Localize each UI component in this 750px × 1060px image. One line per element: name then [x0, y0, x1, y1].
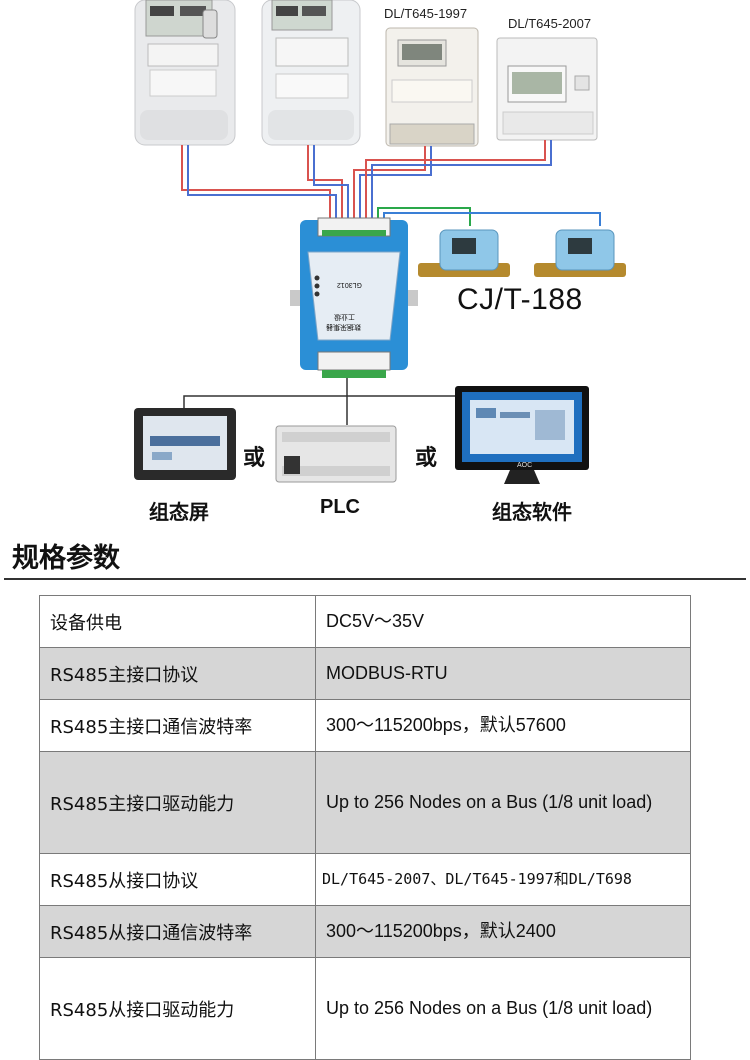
- spec-key: RS485从接口协议: [39, 853, 316, 906]
- spec-value: 300～115200bps，默认2400: [315, 905, 691, 958]
- spec-key: RS485从接口通信波特率: [39, 905, 316, 958]
- plc-unit: [275, 425, 397, 483]
- or-label-1: 或: [243, 446, 266, 471]
- caption-hmi: 组态屏: [149, 500, 209, 524]
- monitor: [455, 386, 589, 484]
- water-standard-label: CJ/T-188: [457, 283, 583, 316]
- water-meter-2: [534, 229, 626, 277]
- spec-row: RS485从接口协议 DL/T645-2007、DL/T645-1997和DL/…: [39, 853, 691, 906]
- spec-key: RS485主接口协议: [39, 647, 316, 700]
- spec-row: RS485主接口协议 MODBUS-RTU: [39, 647, 691, 700]
- spec-value: Up to 256 Nodes on a Bus (1/8 unit load): [315, 751, 691, 854]
- caption-software: 组态软件: [492, 500, 572, 524]
- device-name: 数据采集器: [326, 323, 361, 330]
- meter-label-2007: DL/T645-2007: [508, 16, 592, 31]
- monitor-brand: AOC: [517, 462, 533, 469]
- caption-plc: PLC: [320, 496, 360, 518]
- meter-wiring: [181, 140, 601, 226]
- meter-4: [496, 37, 598, 141]
- spec-row: RS485从接口驱动能力 Up to 256 Nodes on a Bus (1…: [39, 957, 691, 1060]
- device-model: GL3012: [337, 281, 362, 288]
- collector-device: [290, 217, 418, 378]
- meter-3: [385, 27, 479, 147]
- spec-value: MODBUS-RTU: [315, 647, 691, 700]
- meter-label-1997: DL/T645-1997: [384, 6, 468, 21]
- system-diagram: DL/T645-1997 DL/T645-2007 GL3012 工业级 数据采…: [134, 0, 626, 524]
- diagram-drawing: [134, 0, 626, 484]
- spec-value: Up to 256 Nodes on a Bus (1/8 unit load): [315, 957, 691, 1060]
- spec-key: RS485主接口通信波特率: [39, 699, 316, 752]
- meter-1: [134, 0, 236, 146]
- spec-table: 设备供电 DC5V～35V RS485主接口协议 MODBUS-RTU RS48…: [39, 595, 691, 1060]
- or-label-2: 或: [415, 446, 438, 471]
- spec-key: RS485主接口驱动能力: [39, 751, 316, 854]
- hmi-screen: [134, 408, 236, 480]
- spec-value: DL/T645-2007、DL/T645-1997和DL/T698: [315, 853, 691, 906]
- spec-key: RS485从接口驱动能力: [39, 957, 316, 1060]
- spec-row: RS485从接口通信波特率 300～115200bps，默认2400: [39, 905, 691, 958]
- spec-row: RS485主接口驱动能力 Up to 256 Nodes on a Bus (1…: [39, 751, 691, 854]
- water-meter-1: [418, 229, 510, 277]
- spec-value: DC5V～35V: [315, 595, 691, 648]
- device-grade: 工业级: [334, 313, 355, 320]
- section-title: 规格参数: [12, 543, 120, 574]
- meter-2: [261, 0, 361, 146]
- spec-key: 设备供电: [39, 595, 316, 648]
- spec-row: 设备供电 DC5V～35V: [39, 595, 691, 648]
- spec-value: 300～115200bps，默认57600: [315, 699, 691, 752]
- section-divider: [4, 578, 746, 580]
- spec-row: RS485主接口通信波特率 300～115200bps，默认57600: [39, 699, 691, 752]
